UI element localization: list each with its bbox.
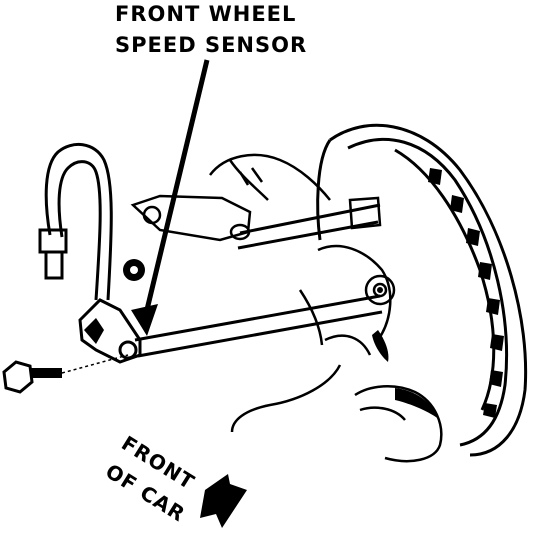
steering-knuckle: [209, 153, 443, 463]
arrow-down-right-icon: [200, 474, 247, 528]
upper-bracket: [130, 194, 382, 242]
sensor-label-line-1: FRONT WHEEL: [115, 2, 296, 26]
sensor-label-line-2: SPEED SENSOR: [115, 33, 307, 57]
wheel-speed-sensor: [78, 298, 142, 364]
mounting-rods: [134, 203, 383, 358]
sensor-leader-arrow: [131, 59, 210, 336]
knuckle-shading: [372, 287, 440, 420]
rotor-vent-slots: [428, 168, 504, 418]
sensor-bolt: [2, 354, 129, 394]
sensor-harness: [38, 143, 113, 301]
mounting-nut: [123, 259, 145, 281]
